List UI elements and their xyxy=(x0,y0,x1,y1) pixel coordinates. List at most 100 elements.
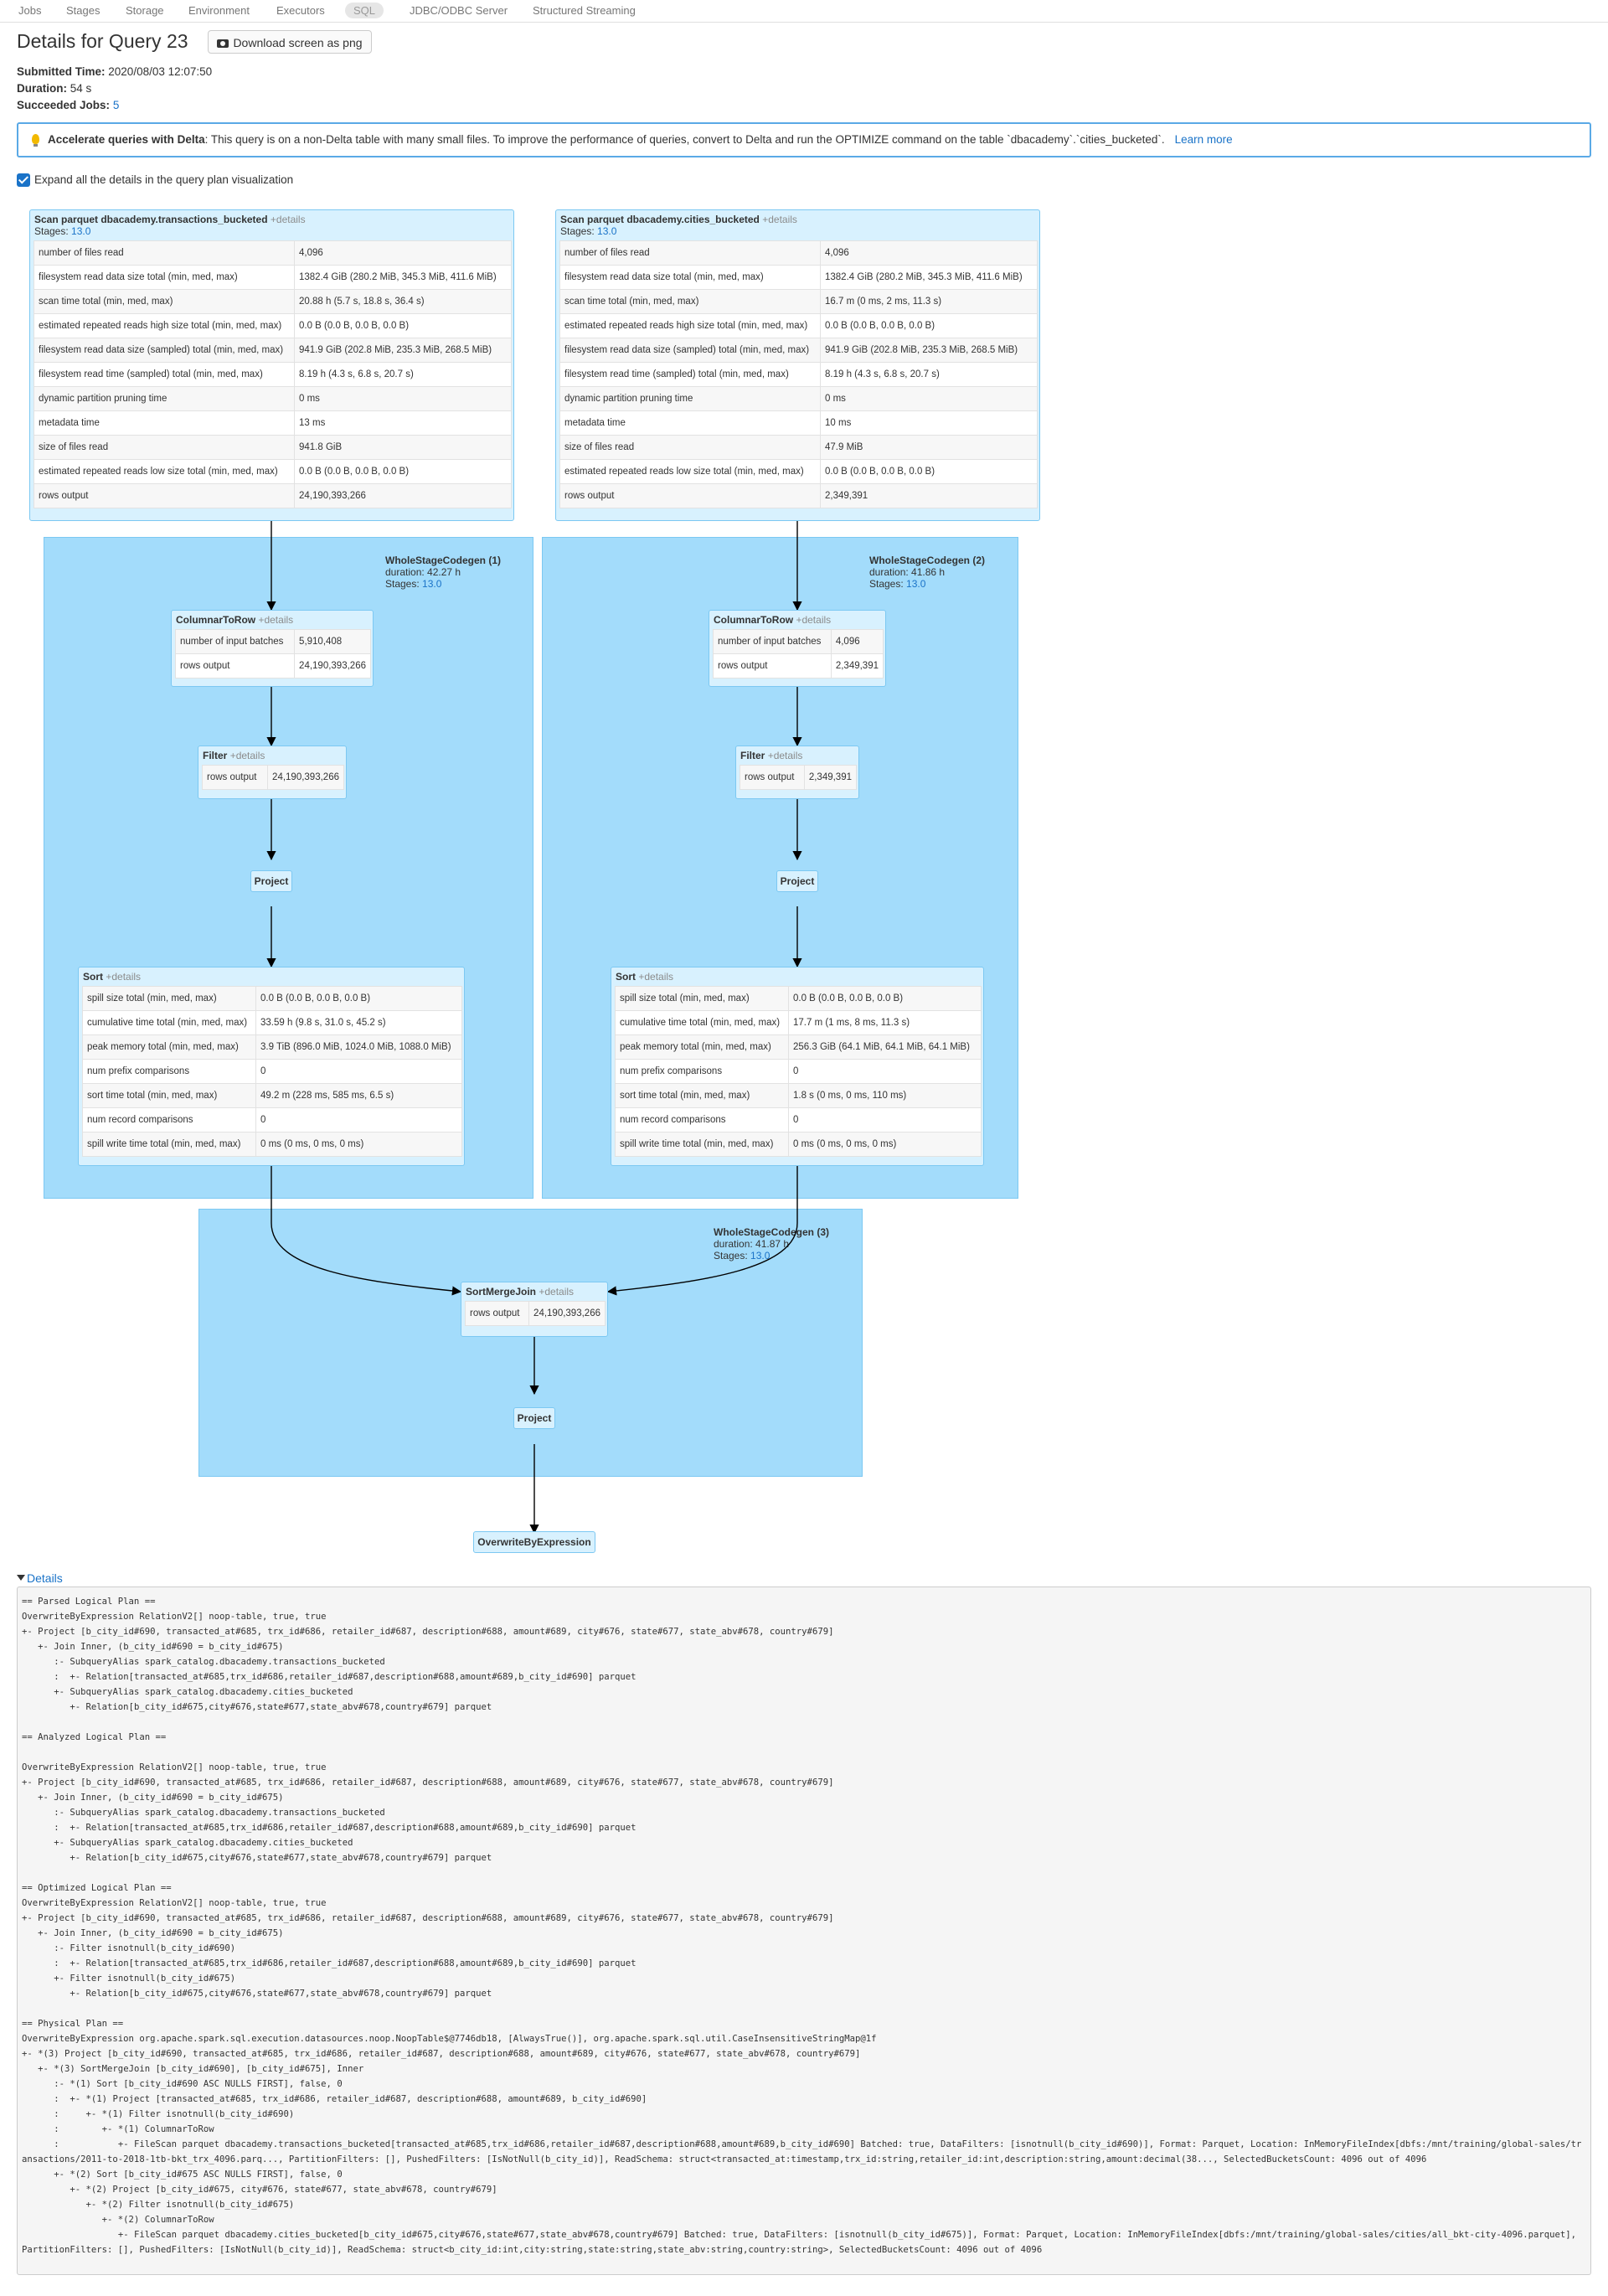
succeeded-jobs-link[interactable]: 5 xyxy=(112,99,120,111)
banner-text: : This query is on a non-Delta table wit… xyxy=(204,133,1165,146)
expand-details-checkbox[interactable] xyxy=(17,173,30,187)
smj-details-link[interactable]: +details xyxy=(539,1286,575,1298)
scan-cities-node[interactable]: Scan parquet dbacademy.cities_bucketed +… xyxy=(555,209,1040,521)
metric-name: metadata time xyxy=(559,410,821,436)
tab-storage[interactable]: Storage xyxy=(126,4,164,17)
sort1-title: Sort xyxy=(83,971,103,983)
filter1-details-link[interactable]: +details xyxy=(229,750,265,761)
project-3-node[interactable]: Project xyxy=(513,1407,555,1429)
query-plan-text: == Parsed Logical Plan == OverwriteByExp… xyxy=(17,1587,1591,2275)
lightbulb-icon xyxy=(32,134,39,147)
overwrite-by-expression-node[interactable]: OverwriteByExpression xyxy=(473,1531,595,1553)
tab-executors[interactable]: Executors xyxy=(276,4,325,17)
scan2-details-link[interactable]: +details xyxy=(762,214,797,225)
metric-name: filesystem read data size total (min, me… xyxy=(34,265,295,290)
wsc3-stages-label: Stages: xyxy=(714,1250,748,1262)
metric-value: 0.0 B (0.0 B, 0.0 B, 0.0 B) xyxy=(820,313,1038,338)
metric-value: 5,910,408 xyxy=(294,629,371,654)
metric-name: estimated repeated reads high size total… xyxy=(559,313,821,338)
project-1-node[interactable]: Project xyxy=(250,870,292,892)
scan1-title: Scan parquet dbacademy.transactions_buck… xyxy=(34,214,268,225)
c2r2-details-link[interactable]: +details xyxy=(796,614,832,626)
tab-environment[interactable]: Environment xyxy=(188,4,250,17)
sort2-title: Sort xyxy=(616,971,636,983)
sort-1-node[interactable]: Sort +details spill size total (min, med… xyxy=(78,967,465,1166)
sort-2-node[interactable]: Sort +details spill size total (min, med… xyxy=(611,967,984,1166)
metric-name: peak memory total (min, med, max) xyxy=(615,1034,789,1060)
wsc2-stages-link[interactable]: 13.0 xyxy=(906,578,926,590)
details-toggle[interactable]: Details xyxy=(17,1571,63,1585)
table-row: filesystem read data size (sampled) tota… xyxy=(559,338,1038,363)
c2r1-header: ColumnarToRow +details xyxy=(172,611,373,626)
download-png-button[interactable]: Download screen as png xyxy=(208,30,372,54)
wsc1-stages-label: Stages: xyxy=(385,578,420,590)
project-2-node[interactable]: Project xyxy=(776,870,818,892)
metric-value: 4,096 xyxy=(820,240,1038,266)
duration: Duration: 54 s xyxy=(17,82,91,95)
metric-name: peak memory total (min, med, max) xyxy=(82,1034,256,1060)
columnar-to-row-2-node[interactable]: ColumnarToRow +details number of input b… xyxy=(709,610,886,687)
wsc3-duration: duration: 41.87 h xyxy=(714,1238,790,1250)
wsc2-name: WholeStageCodegen (2) xyxy=(869,555,986,566)
metric-value: 24,190,393,266 xyxy=(267,765,344,790)
metric-name: filesystem read time (sampled) total (mi… xyxy=(34,362,295,387)
sort1-metrics-table: spill size total (min, med, max)0.0 B (0… xyxy=(82,986,462,1157)
columnar-to-row-1-node[interactable]: ColumnarToRow +details number of input b… xyxy=(171,610,374,687)
table-row: sort time total (min, med, max)49.2 m (2… xyxy=(82,1083,462,1108)
scan1-details-link[interactable]: +details xyxy=(270,214,306,225)
scan1-stages-link[interactable]: 13.0 xyxy=(71,225,91,237)
metric-value: 941.9 GiB (202.8 MiB, 235.3 MiB, 268.5 M… xyxy=(294,338,512,363)
metric-value: 24,190,393,266 xyxy=(294,653,371,678)
caret-down-icon xyxy=(17,1575,25,1581)
project2-title: Project xyxy=(780,875,815,887)
metric-value: 2,349,391 xyxy=(830,653,884,678)
metric-name: cumulative time total (min, med, max) xyxy=(82,1010,256,1035)
scan-transactions-node[interactable]: Scan parquet dbacademy.transactions_buck… xyxy=(29,209,514,521)
sort2-metrics-table: spill size total (min, med, max)0.0 B (0… xyxy=(615,986,982,1157)
succeeded-jobs: Succeeded Jobs: 5 xyxy=(17,99,119,111)
filter1-title: Filter xyxy=(203,750,228,761)
tab-jobs[interactable]: Jobs xyxy=(18,4,42,17)
learn-more-link[interactable]: Learn more xyxy=(1174,133,1233,146)
scan2-stages-link[interactable]: 13.0 xyxy=(597,225,617,237)
table-row: estimated repeated reads low size total … xyxy=(34,459,512,484)
wsc3-stages-link[interactable]: 13.0 xyxy=(750,1250,770,1262)
metric-name: spill size total (min, med, max) xyxy=(615,986,789,1011)
wsc1-stages-link[interactable]: 13.0 xyxy=(422,578,442,590)
table-row: filesystem read data size total (min, me… xyxy=(559,265,1038,290)
metric-name: rows output xyxy=(559,483,821,508)
expand-details-option[interactable]: Expand all the details in the query plan… xyxy=(17,173,293,187)
table-row: peak memory total (min, med, max)3.9 TiB… xyxy=(82,1034,462,1060)
tab-structured-streaming[interactable]: Structured Streaming xyxy=(533,4,636,17)
metric-value: 0 ms xyxy=(820,386,1038,411)
smj-header: SortMergeJoin +details xyxy=(461,1282,607,1298)
tab-stages[interactable]: Stages xyxy=(66,4,100,17)
c2r1-details-link[interactable]: +details xyxy=(258,614,294,626)
metric-value: 17.7 m (1 ms, 8 ms, 11.3 s) xyxy=(788,1010,982,1035)
metric-name: spill write time total (min, med, max) xyxy=(82,1132,256,1157)
wsc1-duration: duration: 42.27 h xyxy=(385,566,461,578)
metric-name: rows output xyxy=(740,765,805,790)
metric-name: sort time total (min, med, max) xyxy=(615,1083,789,1108)
filter2-details-link[interactable]: +details xyxy=(767,750,803,761)
tab-sql[interactable]: SQL xyxy=(345,3,384,18)
scan2-title: Scan parquet dbacademy.cities_bucketed xyxy=(560,214,760,225)
sort1-details-link[interactable]: +details xyxy=(106,971,142,983)
metric-name: rows output xyxy=(174,653,296,678)
sort2-details-link[interactable]: +details xyxy=(638,971,674,983)
filter2-title: Filter xyxy=(740,750,765,761)
tab-jdbc-odbc-server[interactable]: JDBC/ODBC Server xyxy=(410,4,508,17)
